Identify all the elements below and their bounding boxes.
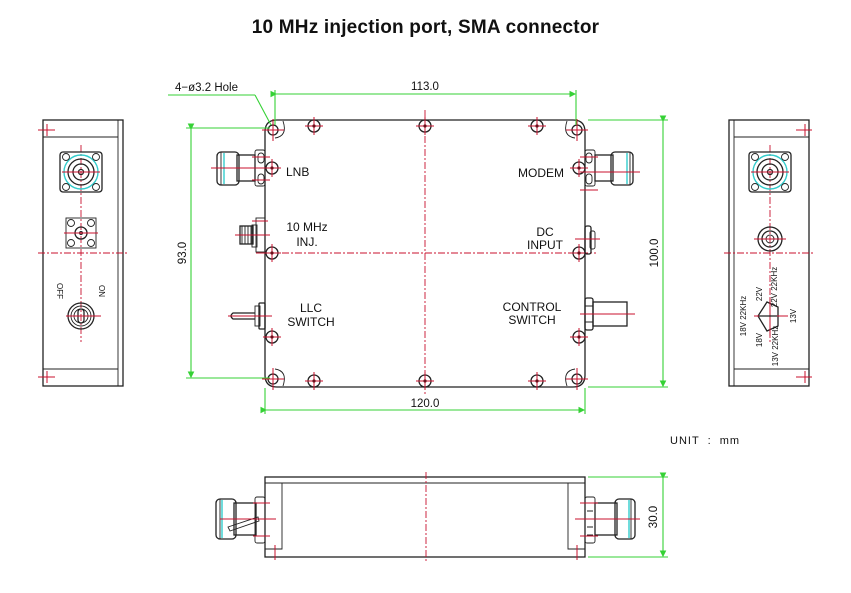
dc-jack-face-icon [754, 226, 786, 252]
n-connector-face-icon [748, 151, 792, 193]
dim-depth: 30.0 [648, 506, 660, 528]
port-label-llc-line1: LLC [300, 301, 322, 315]
rotary-pos-18v: 18V [755, 332, 764, 347]
lnb-n-connector-icon [211, 149, 270, 187]
dim-overall-width: 120.0 [411, 398, 440, 410]
rotary-pos-22v: 22V [755, 286, 764, 301]
right-end-view: 22V 22V 22KHz 13V 13V 22KHz 18V 18V 22KH… [724, 119, 814, 387]
dim-hole-spacing-width: 113.0 [411, 81, 439, 93]
port-label-dc-line1: DC [536, 225, 554, 239]
rotary-pos-13v-22khz: 13V 22KHz [771, 326, 780, 366]
sma-connector-face-icon [64, 217, 98, 249]
top-view: LNB 10 MHz INJ. LLC SWITCH MODEM DC INPU… [211, 110, 640, 396]
n-connector-face-icon [59, 151, 103, 193]
switch-on-label: ON [97, 285, 106, 297]
switch-off-label: OFF [55, 283, 64, 299]
hole-note: 4−ø3.2 Hole [175, 82, 238, 94]
dimension-lines [168, 90, 668, 414]
sma-connector-icon [235, 217, 270, 253]
port-label-control-line2: SWITCH [508, 313, 555, 327]
modem-n-connector-icon [580, 149, 640, 191]
port-label-dc-line2: INPUT [527, 238, 564, 252]
control-rotary-switch-icon [580, 297, 635, 331]
port-label-control-line1: CONTROL [503, 300, 562, 314]
port-label-llc-line2: SWITCH [287, 315, 334, 329]
port-label-lnb: LNB [286, 165, 309, 179]
side-view [215, 472, 668, 562]
rotary-pos-22v-22khz: 22V 22KHz [770, 267, 779, 307]
port-label-10mhz-line1: 10 MHz [286, 220, 327, 234]
rotary-pos-13v: 13V [789, 308, 798, 323]
dim-overall-height: 100.0 [649, 239, 661, 268]
toggle-switch-face-icon [66, 302, 101, 330]
lnb-n-connector-side-icon [215, 496, 276, 544]
left-end-view: OFF ON [38, 119, 128, 387]
rotary-pos-18v-22khz: 18V 22KHz [739, 296, 748, 336]
llc-toggle-switch-icon [228, 302, 272, 330]
port-label-10mhz-line2: INJ. [296, 235, 317, 249]
dc-input-jack-icon [575, 225, 600, 255]
dim-hole-spacing-height: 93.0 [177, 242, 189, 264]
screw-icons [262, 116, 589, 391]
rotary-switch-face-icon [754, 298, 788, 336]
modem-n-connector-side-icon [575, 496, 640, 544]
port-label-modem: MODEM [518, 166, 564, 180]
unit-label: UNIT : mm [670, 435, 740, 447]
drawing-title: 10 MHz injection port, SMA connector [251, 17, 600, 38]
